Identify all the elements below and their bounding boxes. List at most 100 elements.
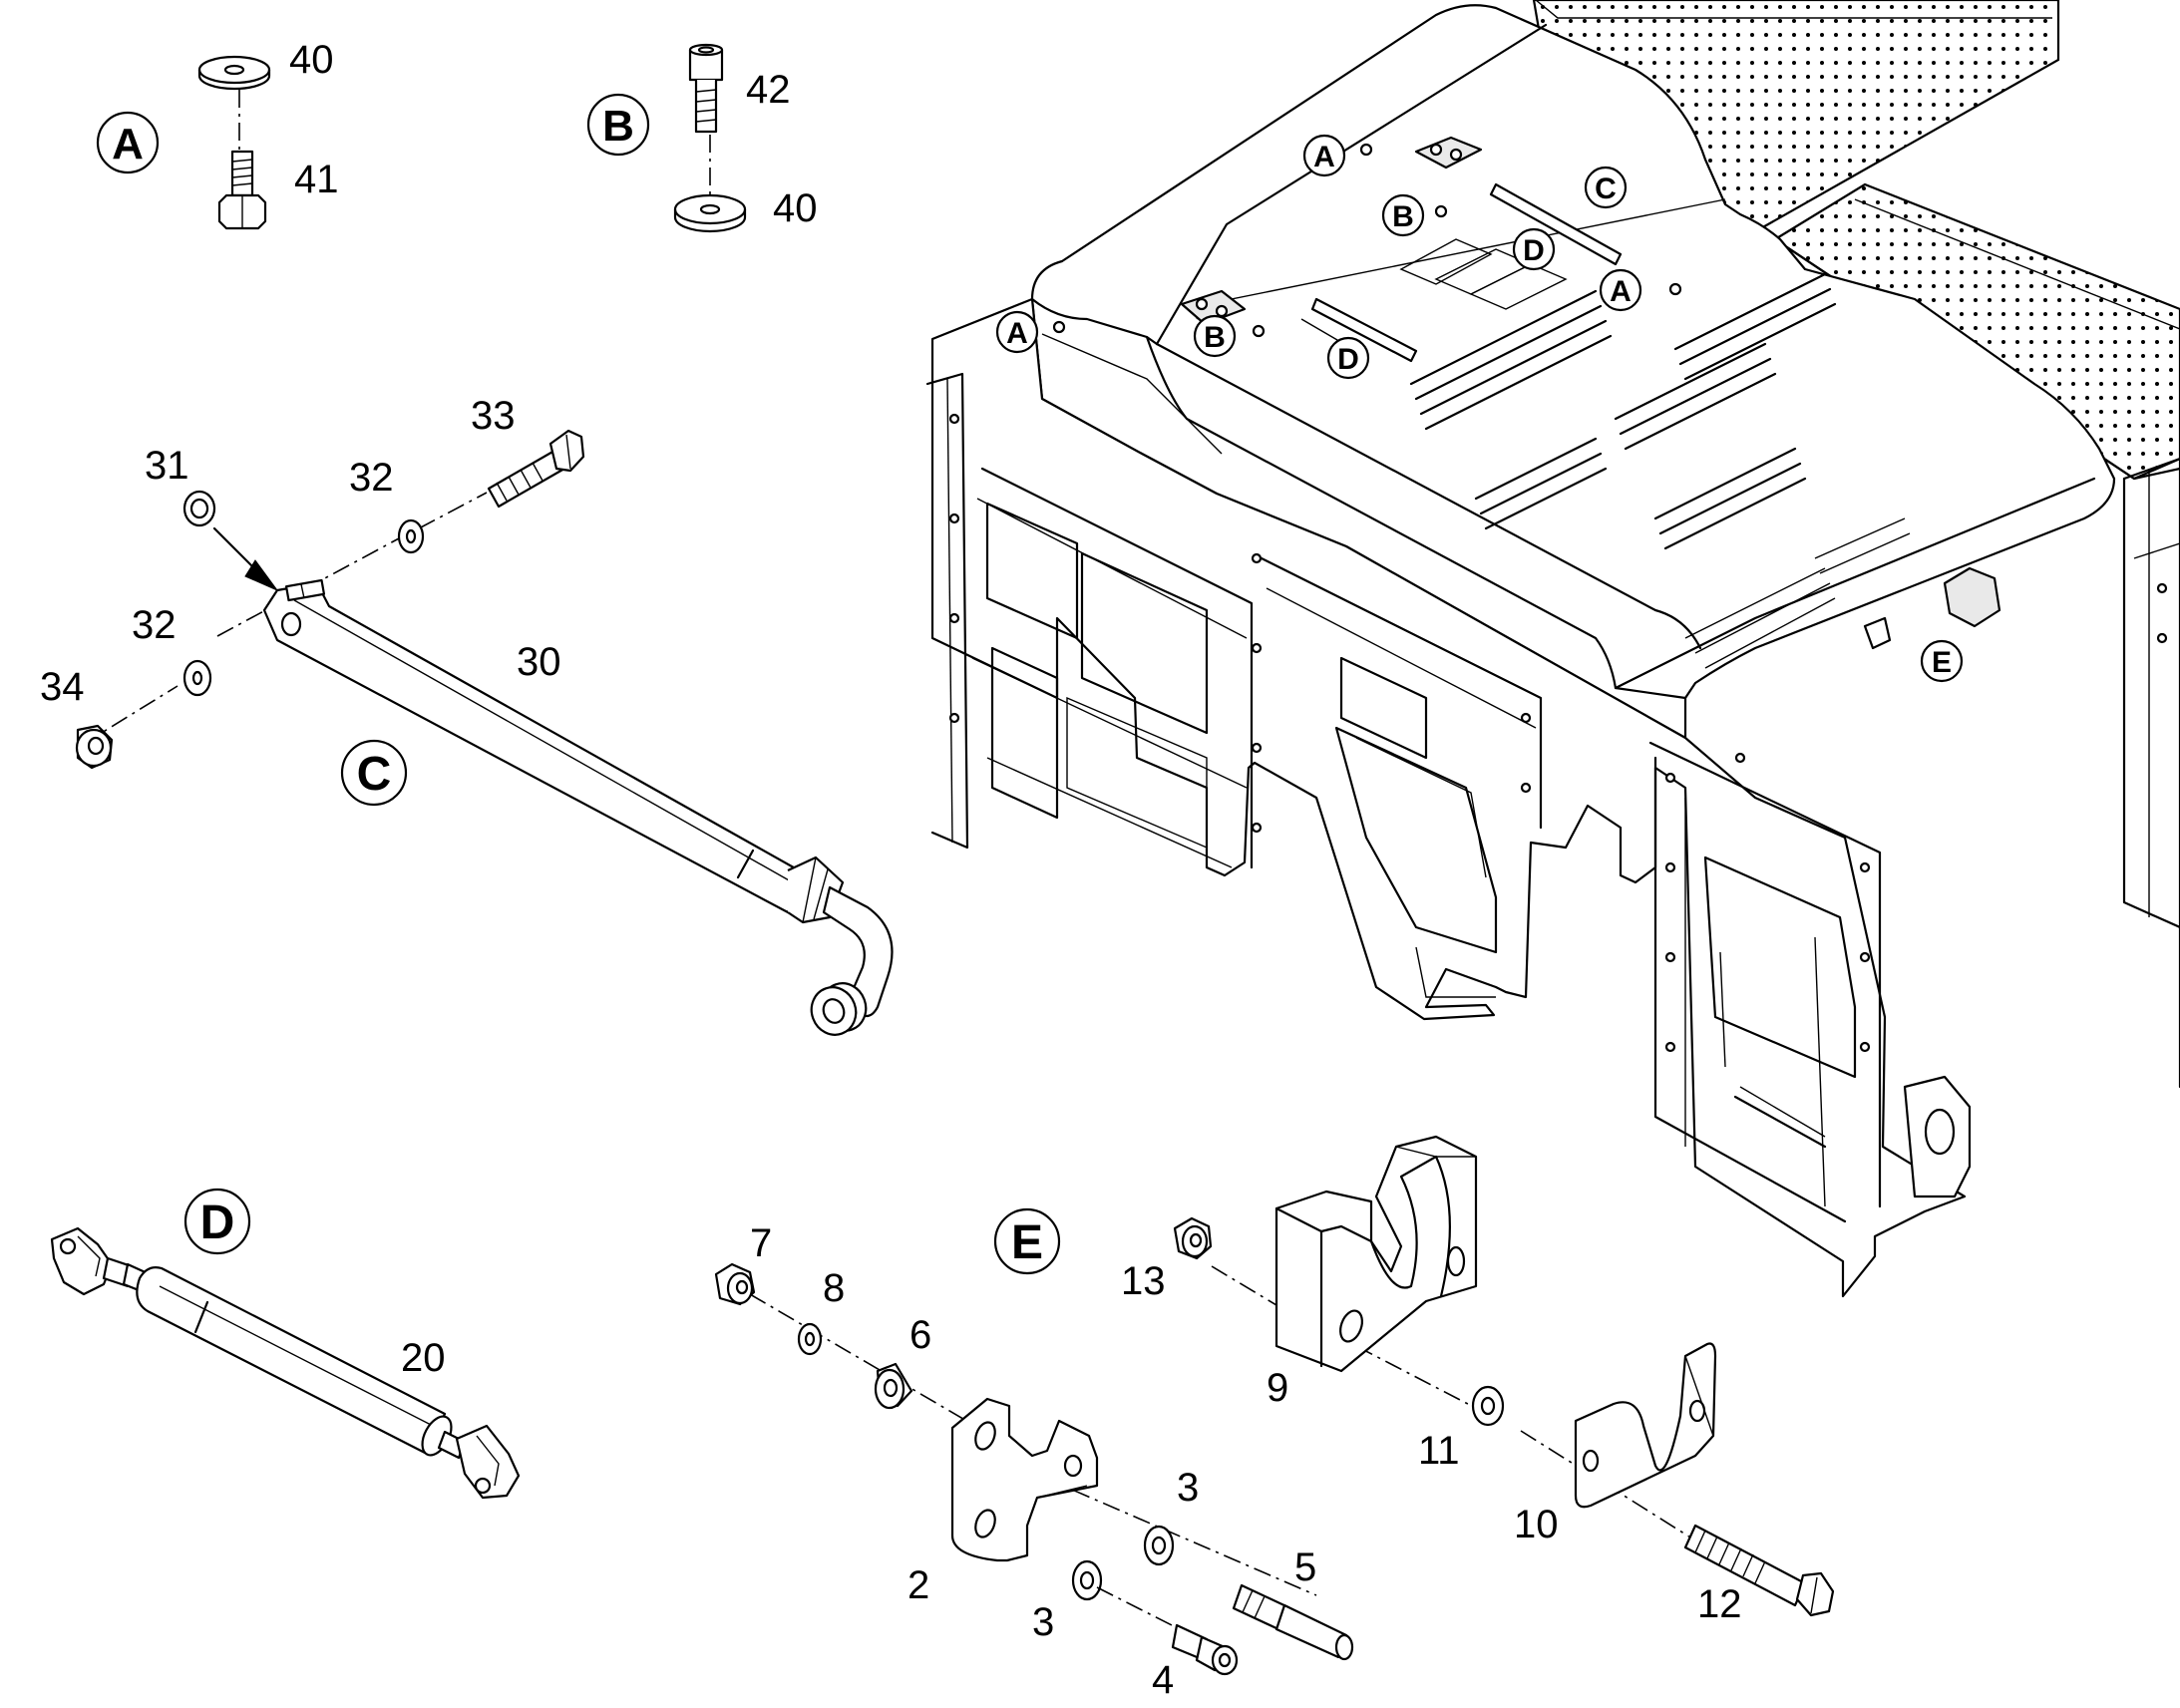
callout-b-2: B xyxy=(1193,314,1266,358)
bolt-12 xyxy=(1683,1524,1835,1617)
axis-line-c-top xyxy=(418,492,488,529)
callout-c-1: C xyxy=(1584,166,1628,209)
hood-hinges xyxy=(1180,136,1483,326)
nut-13 xyxy=(1173,1216,1213,1260)
part-number-3-bottom: 3 xyxy=(1032,1600,1054,1644)
axis-line-c-bottom xyxy=(83,685,179,745)
callout-e-1: E xyxy=(1920,639,1964,683)
callout-d-2: D xyxy=(1326,336,1370,380)
hood-struts xyxy=(1300,182,1623,363)
detail-c-bubble: C xyxy=(340,739,408,807)
detail-a-bubble: A xyxy=(96,111,160,174)
part-number-20: 20 xyxy=(401,1336,446,1380)
nut-34 xyxy=(75,724,114,770)
part-number-3-top: 3 xyxy=(1177,1466,1199,1510)
gas-spring-20 xyxy=(50,1226,521,1500)
detail-c-label: C xyxy=(357,748,392,801)
socket-bolt-42 xyxy=(688,43,724,134)
washer-40-a xyxy=(197,55,271,91)
part-number-7: 7 xyxy=(750,1221,772,1265)
axis-line-e-lower xyxy=(981,1450,1317,1596)
washer-3-top xyxy=(1143,1525,1175,1566)
detail-b-label: B xyxy=(602,102,634,151)
washer-40-b xyxy=(673,193,747,233)
callout-a-2: A xyxy=(995,310,1066,354)
part-number-40-b: 40 xyxy=(773,186,818,230)
part-number-5: 5 xyxy=(1294,1545,1316,1589)
axis-line-e-upper xyxy=(749,1293,993,1437)
svg-text:D: D xyxy=(1523,234,1545,267)
frame-housing xyxy=(925,297,2180,1298)
part-number-31: 31 xyxy=(145,444,189,488)
washer-8 xyxy=(797,1322,823,1356)
part-number-30: 30 xyxy=(517,640,561,684)
nut-7 xyxy=(714,1262,756,1306)
washer-3-bottom xyxy=(1071,1559,1103,1601)
detail-e-bubble: E xyxy=(993,1207,1061,1275)
svg-text:E: E xyxy=(1932,646,1952,679)
assembly-callouts: A A A B B xyxy=(995,134,1964,683)
washer-32-bottom xyxy=(182,659,212,697)
callout-a-3: A xyxy=(1599,268,1682,312)
washer-11 xyxy=(1471,1385,1505,1427)
part-number-11: 11 xyxy=(1418,1429,1460,1473)
svg-text:A: A xyxy=(1006,317,1028,350)
detail-a: A 40 41 xyxy=(96,38,339,230)
part-number-33: 33 xyxy=(471,394,516,438)
frame-screws xyxy=(948,413,2168,1053)
part-number-4: 4 xyxy=(1152,1658,1174,1702)
detail-e: E xyxy=(714,1135,1835,1702)
callout-b-1: B xyxy=(1381,193,1448,237)
part-number-10: 10 xyxy=(1514,1503,1559,1546)
detail-c: C xyxy=(40,394,894,1036)
part-number-40-a: 40 xyxy=(289,38,334,82)
part-number-13: 13 xyxy=(1121,1259,1166,1303)
part-number-12: 12 xyxy=(1697,1582,1742,1626)
spacer-6 xyxy=(874,1362,913,1410)
bolt-33 xyxy=(487,429,585,509)
detail-b: B 42 40 xyxy=(586,43,818,233)
detail-d: D 20 xyxy=(50,1188,521,1500)
detail-a-label: A xyxy=(112,120,144,169)
bracket-2 xyxy=(950,1397,1099,1562)
engine-hood xyxy=(1030,4,2116,740)
part-number-6: 6 xyxy=(909,1313,931,1357)
main-assembly: A A A B B xyxy=(925,0,2180,1298)
spacer-31 xyxy=(182,490,216,527)
detail-d-label: D xyxy=(200,1196,235,1249)
svg-text:A: A xyxy=(1313,141,1335,173)
callout-a-1: A xyxy=(1302,134,1373,177)
part-number-42: 42 xyxy=(746,68,791,112)
socket-bolt-4 xyxy=(1171,1623,1239,1676)
hood-vent-slots xyxy=(1399,238,1911,669)
bolt-41 xyxy=(217,150,267,230)
axis-line-e-bolt4 xyxy=(1096,1586,1173,1626)
svg-text:B: B xyxy=(1204,321,1226,354)
cylinder-30 xyxy=(262,578,894,1036)
svg-text:D: D xyxy=(1337,343,1359,376)
part-number-8: 8 xyxy=(823,1266,845,1310)
washer-32-top xyxy=(397,518,425,554)
block-9 xyxy=(1274,1135,1478,1373)
axis-line-e-nut13 xyxy=(1211,1265,1287,1312)
latch-e xyxy=(1863,566,2001,650)
part-number-34: 34 xyxy=(40,665,85,709)
part-number-32-bottom: 32 xyxy=(132,603,177,647)
insert-arrow-head xyxy=(244,559,279,592)
detail-e-label: E xyxy=(1011,1216,1043,1269)
part-number-9: 9 xyxy=(1267,1366,1288,1410)
svg-text:C: C xyxy=(1595,172,1617,205)
part-number-32-top: 32 xyxy=(349,456,394,500)
pin-5 xyxy=(1232,1583,1354,1661)
part-number-41: 41 xyxy=(294,158,339,201)
detail-b-bubble: B xyxy=(586,93,650,157)
callout-d-1: D xyxy=(1512,227,1556,271)
bracket-10 xyxy=(1574,1342,1717,1509)
part-number-2: 2 xyxy=(908,1563,929,1607)
svg-text:A: A xyxy=(1610,275,1632,308)
detail-d-bubble: D xyxy=(183,1188,251,1255)
svg-text:B: B xyxy=(1392,200,1414,233)
axis-line-e-block xyxy=(1355,1345,1492,1417)
